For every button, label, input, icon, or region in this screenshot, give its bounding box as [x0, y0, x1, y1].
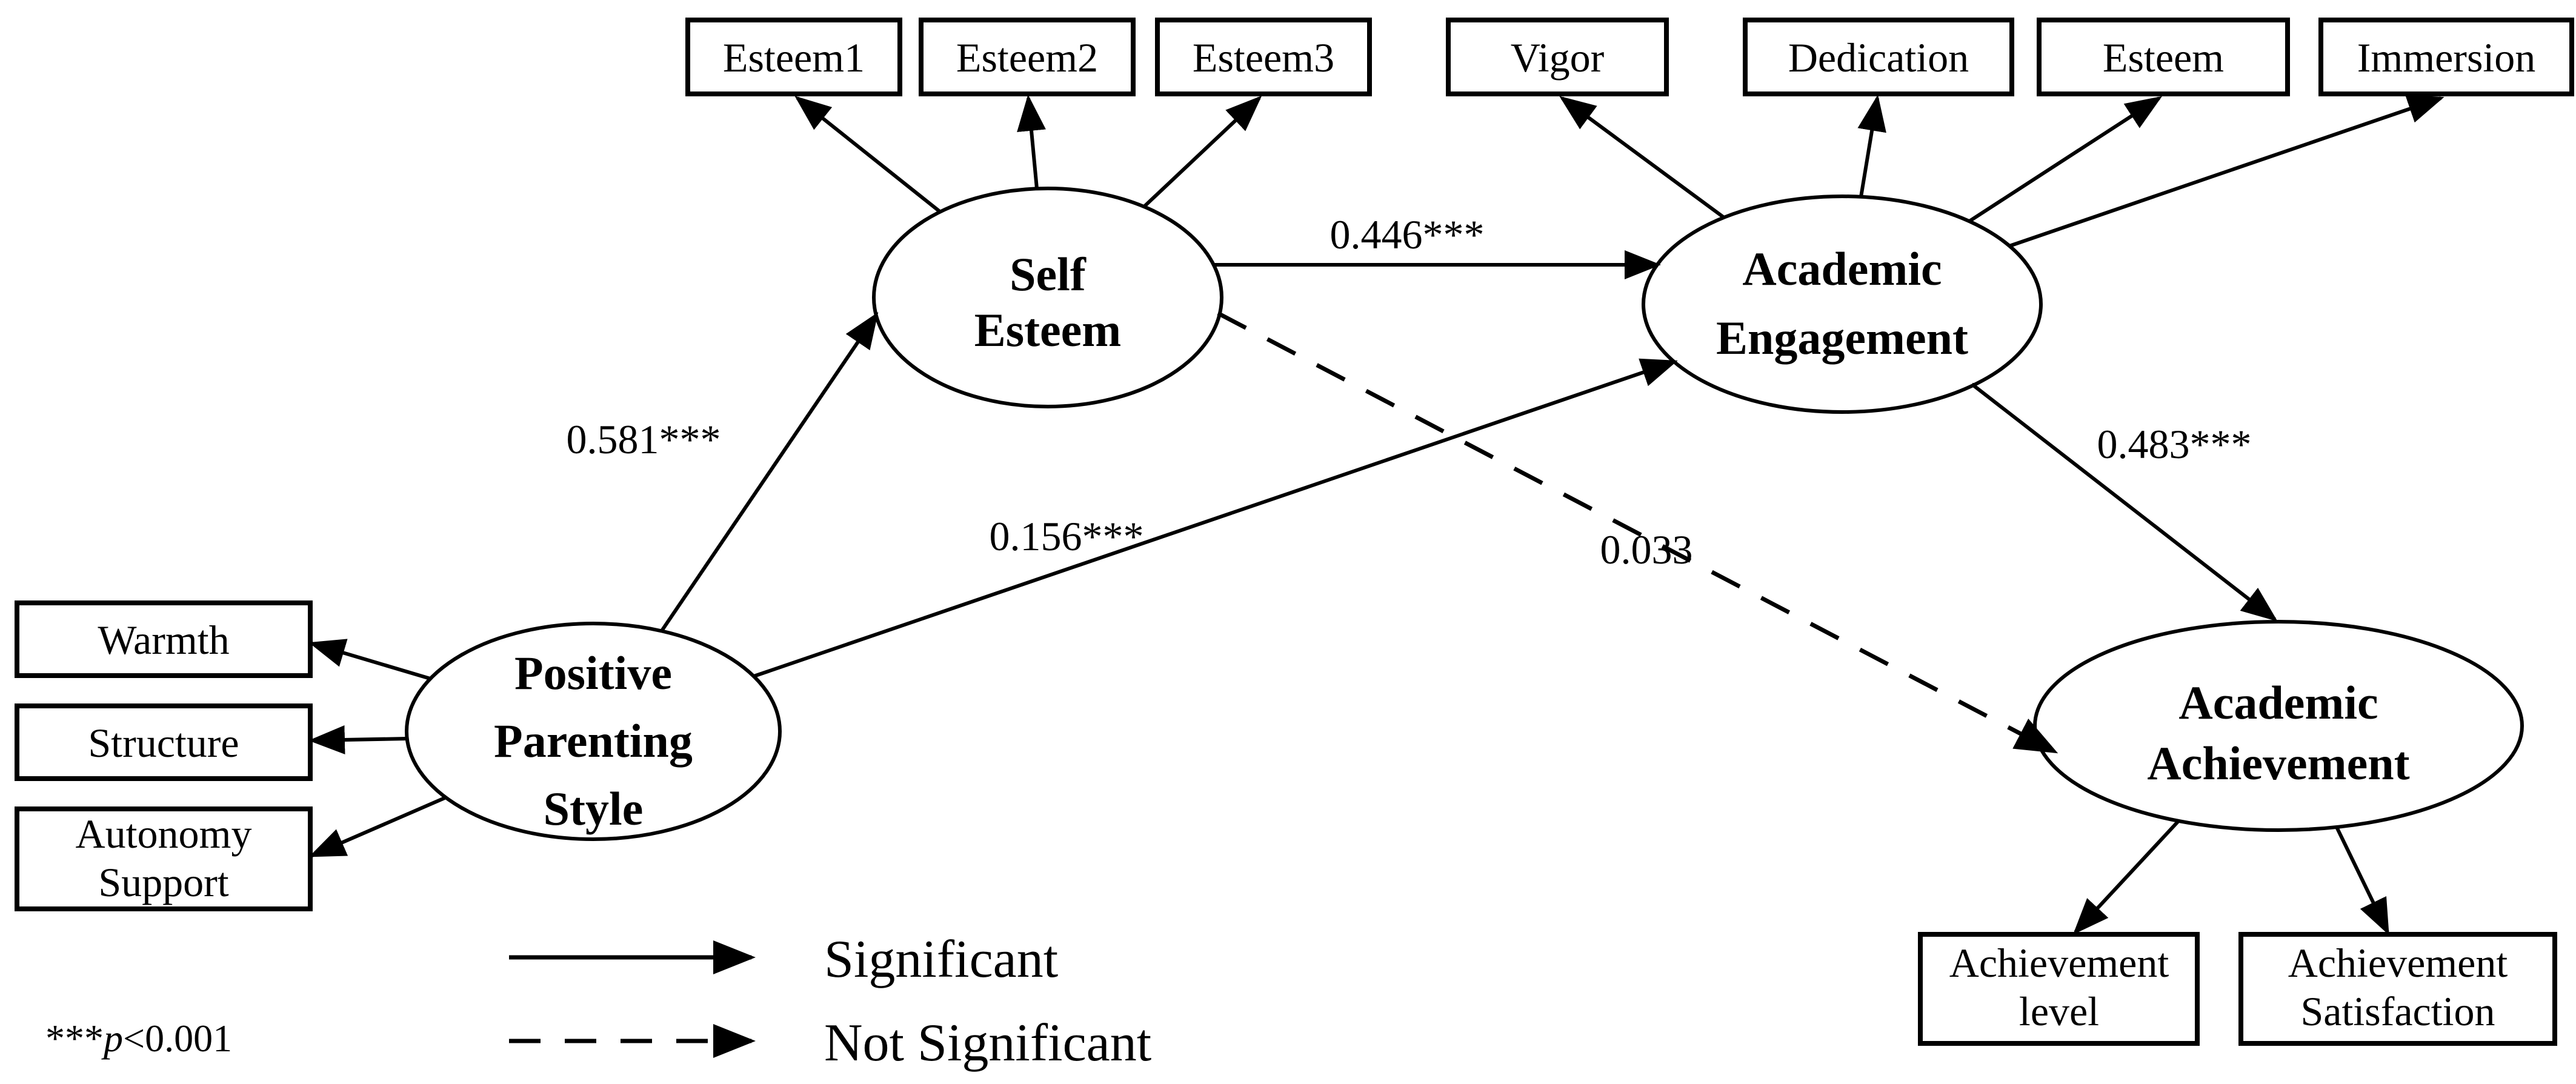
footnote-stars: *** — [45, 1017, 104, 1060]
loading-arrow-academic-engagement-to-immersion — [2009, 95, 2445, 248]
observed-structure-box — [15, 703, 313, 781]
path-arrow-academic-engagement-to-academic-achievement — [1971, 382, 2278, 622]
latent-nodes: Self Esteem Academic Engagement Positive… — [405, 187, 2524, 841]
observed-vigor-label: Vigor — [1511, 35, 1605, 81]
loading-arrow-self-esteem-to-esteem3 — [1142, 95, 1262, 208]
observed-esteem3-box — [1155, 18, 1372, 96]
observed-esteem2-label: Esteem2 — [956, 35, 1098, 81]
observed-vigor-box — [1446, 18, 1669, 96]
observed-achievement-satisfaction-label-line1: Achievement — [2288, 940, 2508, 986]
loading-arrow-self-esteem-to-esteem1 — [794, 96, 942, 214]
footnote-condition: <0.001 — [123, 1017, 232, 1060]
observed-esteem2-box — [919, 18, 1136, 96]
loading-arrow-positive-parenting-to-structure — [308, 725, 408, 754]
latent-academic-engagement-label-line1: Academic — [1742, 242, 1942, 295]
loading-arrow-academic-engagement-to-vigor — [1559, 96, 1725, 219]
path-coefficient-pps-to-self-esteem: 0.581*** — [567, 416, 721, 462]
observed-warmth-label: Warmth — [98, 617, 229, 663]
latent-positive-parenting-style-label-line3: Style — [544, 782, 644, 835]
loading-arrow-positive-parenting-to-warmth — [308, 639, 431, 680]
observed-structure-label: Structure — [88, 720, 239, 766]
observed-dedication-label: Dedication — [1788, 35, 1969, 81]
latent-self-esteem — [872, 187, 1223, 408]
loading-arrow-self-esteem-to-esteem2 — [1017, 95, 1046, 189]
observed-esteem-box — [2037, 18, 2290, 96]
observed-dedication-box — [1743, 18, 2014, 96]
observed-autonomy-support-box — [15, 806, 313, 911]
legend-not-significant-label: Not Significant — [824, 1014, 1151, 1072]
observed-achievement-level-box — [1918, 932, 2200, 1046]
latent-positive-parenting-style-label-line2: Parenting — [494, 714, 693, 767]
loading-arrow-academic-achievement-to-achievement-level — [2072, 819, 2180, 935]
significance-footnote: ***p<0.001 — [45, 1017, 232, 1060]
path-arrow-pps-to-self-esteem — [660, 312, 879, 632]
latent-positive-parenting-style-label-line1: Positive — [514, 647, 672, 699]
latent-positive-parenting-style — [405, 622, 782, 841]
structural-paths: 0.581*** 0.156*** 0.446*** 0.033 0.483**… — [567, 211, 2278, 754]
legend: Significant Not Significant — [509, 930, 1151, 1072]
observed-esteem3-label: Esteem3 — [1193, 35, 1334, 81]
latent-self-esteem-label-line1: Self — [1010, 248, 1087, 301]
observed-autonomy-support-label-line1: Autonomy — [76, 811, 252, 857]
path-coefficient-academic-engagement-to-academic-achievement: 0.483*** — [2097, 421, 2252, 467]
observed-achievement-level-label-line1: Achievement — [1949, 940, 2169, 986]
latent-self-esteem-label-line2: Esteem — [974, 304, 1122, 356]
legend-significant-label: Significant — [824, 930, 1058, 989]
loading-arrow-academic-achievement-to-achievement-satisfaction — [2335, 826, 2389, 936]
path-arrow-self-esteem-to-academic-achievement-dashed — [1217, 311, 2058, 754]
observed-immersion-label: Immersion — [2357, 35, 2536, 81]
path-coefficient-self-esteem-to-academic-engagement: 0.446*** — [1330, 211, 1485, 258]
observed-esteem1-label: Esteem1 — [723, 35, 865, 81]
loading-arrow-positive-parenting-to-autonomy-support — [308, 796, 447, 857]
latent-academic-achievement-label-line1: Academic — [2178, 676, 2378, 729]
path-coefficient-pps-to-academic-engagement: 0.156*** — [990, 513, 1144, 559]
footnote-p-symbol: p — [101, 1017, 123, 1060]
measurement-arrows — [308, 95, 2445, 936]
latent-academic-achievement-label-line2: Achievement — [2147, 737, 2409, 790]
latent-academic-engagement-label-line2: Engagement — [1716, 311, 1968, 364]
path-coefficient-self-esteem-to-academic-achievement: 0.033 — [1600, 527, 1693, 573]
observed-nodes: Esteem1 Esteem2 Esteem3 Vigor Dedication… — [15, 18, 2574, 1046]
observed-esteem1-box — [685, 18, 902, 96]
observed-immersion-box — [2318, 18, 2574, 96]
observed-achievement-satisfaction-label-line2: Satisfaction — [2300, 988, 2495, 1034]
latent-academic-engagement — [1642, 195, 2043, 414]
observed-autonomy-support-label-line2: Support — [98, 859, 228, 905]
observed-achievement-level-label-line2: level — [2019, 988, 2099, 1034]
loading-arrow-academic-engagement-to-esteem — [1968, 96, 2163, 223]
path-arrow-pps-to-academic-engagement — [753, 358, 1678, 678]
observed-esteem-label: Esteem — [2103, 35, 2224, 81]
observed-achievement-satisfaction-box — [2238, 932, 2557, 1046]
loading-arrow-academic-engagement-to-dedication — [1857, 95, 1886, 198]
